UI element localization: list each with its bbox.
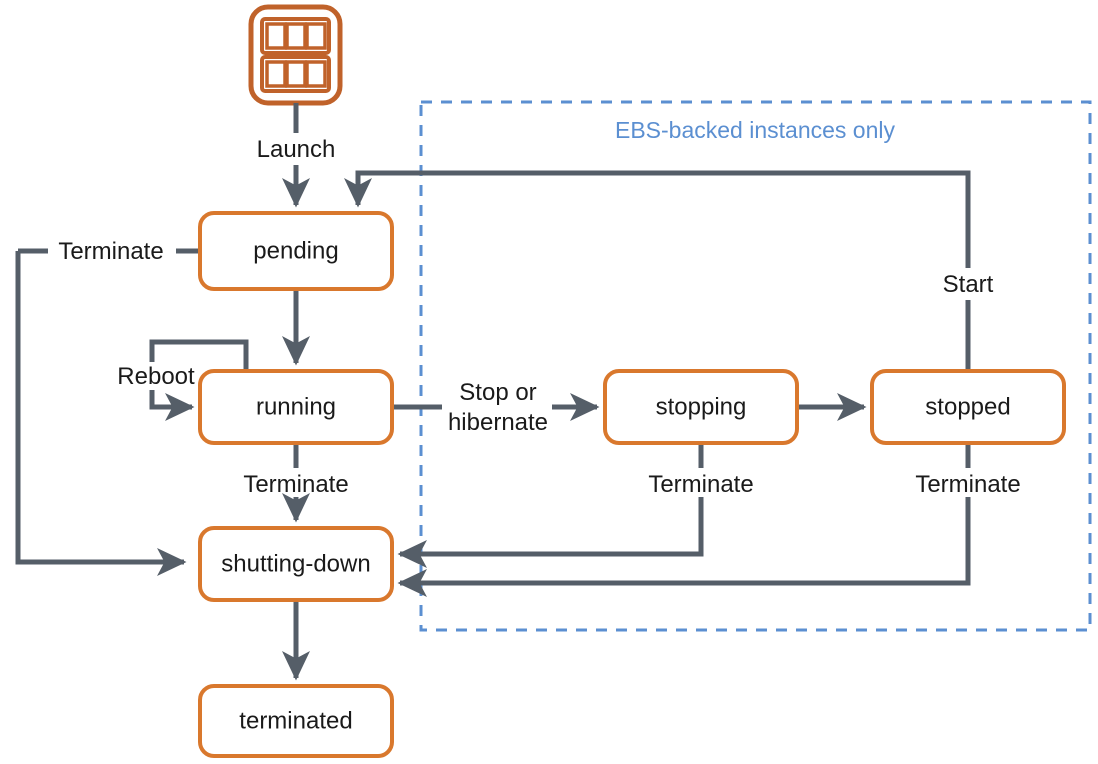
state-box-terminated[interactable]: terminated — [198, 684, 394, 758]
edge-pending-terminate: Terminate — [15, 238, 200, 577]
state-box-stopping-rect — [603, 369, 799, 445]
ebs-group-frame — [419, 100, 1092, 632]
state-box-stopping[interactable]: stopping — [603, 369, 799, 445]
state-box-shutting-down[interactable]: shutting-down — [198, 526, 394, 602]
edge-label-stopped-terminate: Terminate — [915, 471, 1020, 498]
state-label-shutting-down: shutting-down — [221, 550, 370, 577]
state-label-pending: pending — [253, 237, 338, 264]
state-label-running: running — [256, 393, 336, 420]
edge-start: Start — [343, 170, 994, 371]
edge-stopping-terminate: Terminate — [397, 443, 754, 568]
edge-label-stop-hibernate-line1: Stop or — [459, 379, 536, 406]
state-box-shutting-down-rect — [198, 526, 394, 602]
edge-launch: Launch — [257, 103, 336, 208]
state-box-pending-rect — [198, 211, 394, 291]
state-box-pending[interactable]: pending — [198, 211, 394, 291]
state-box-running-rect — [198, 369, 394, 445]
edge-label-stop-hibernate-line2: hibernate — [448, 409, 548, 436]
edge-label-running-terminate: Terminate — [243, 471, 348, 498]
state-box-stopped-rect — [870, 369, 1066, 445]
state-box-running[interactable]: running — [198, 369, 394, 445]
edge-label-start: Start — [943, 271, 994, 298]
edge-label-stopping-terminate: Terminate — [648, 471, 753, 498]
edge-stop-hibernate: Stop or hibernate — [392, 379, 600, 436]
state-label-terminated: terminated — [239, 707, 352, 734]
ec2-instance-icon — [248, 4, 343, 106]
state-box-stopped[interactable]: stopped — [870, 369, 1066, 445]
ebs-group-label: EBS-backed instances only — [615, 117, 895, 143]
edge-running-terminate: Terminate — [243, 443, 349, 523]
edge-stopped-terminate: Terminate — [397, 443, 1021, 597]
state-box-terminated-rect — [198, 684, 394, 758]
state-label-stopped: stopped — [925, 393, 1010, 420]
edge-label-pending-terminate: Terminate — [58, 238, 163, 265]
edge-label-launch: Launch — [257, 136, 336, 163]
edge-label-reboot: Reboot — [117, 363, 195, 390]
edge-reboot: Reboot — [117, 339, 249, 422]
state-label-stopping: stopping — [656, 393, 747, 420]
